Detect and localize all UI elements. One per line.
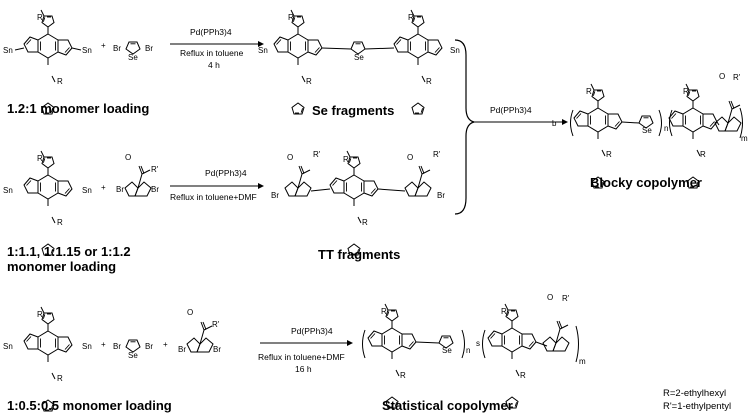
row2-reactant-dibromo-tt: O R' Br Br [116, 153, 159, 197]
atom-sn: Sn [450, 46, 460, 55]
statistical-copolymer-structure: n Se R R s m R R O R' [362, 293, 586, 408]
atom-o: O [547, 293, 553, 302]
atom-se: Se [128, 351, 138, 360]
row3-catalyst: Pd(PPh3)4 [291, 326, 333, 336]
atom-r: R [381, 307, 387, 316]
plus-sign: + [101, 183, 106, 192]
atom-r: R [606, 150, 612, 159]
subscript-m: m [579, 357, 586, 366]
atom-br: Br [271, 191, 279, 200]
plus-sign: + [101, 340, 106, 349]
atom-o: O [187, 308, 193, 317]
atom-br: Br [213, 345, 221, 354]
atom-o: O [125, 153, 131, 162]
atom-se: Se [354, 53, 364, 62]
atom-r: R [520, 371, 526, 380]
definition-r-prime: R'=1-ethylpentyl [663, 401, 731, 412]
row1-product-label: Se fragments [312, 103, 394, 118]
atom-r: R [37, 13, 43, 22]
row1-loading-label: 1.2:1 monomer loading [7, 101, 149, 116]
atom-r: R [700, 150, 706, 159]
atom-r: R [400, 371, 406, 380]
atom-r-prime: R' [433, 150, 441, 159]
merge-brace [454, 39, 475, 215]
atom-r: R [57, 218, 63, 227]
atom-r: R [683, 87, 689, 96]
row1-reactant-bdt: R R Sn Sn [3, 10, 92, 114]
row3-time: 16 h [295, 364, 312, 374]
atom-r: R [362, 218, 368, 227]
row3-reactant-dibromo-tt: O R' Br Br [178, 308, 221, 354]
row3-reactant-dibromoselenophene: Br Br Se [113, 339, 153, 360]
subscript-n: n [466, 346, 470, 355]
atom-r: R [426, 77, 432, 86]
atom-se: Se [642, 126, 652, 135]
atom-r: R [408, 13, 414, 22]
atom-br: Br [178, 345, 186, 354]
atom-r: R [57, 77, 63, 86]
atom-br: Br [113, 342, 121, 351]
atom-r: R [586, 87, 592, 96]
row2-catalyst: Pd(PPh3)4 [205, 168, 247, 178]
definition-r: R=2-ethylhexyl [663, 388, 726, 399]
atom-r: R [501, 307, 507, 316]
atom-br: Br [151, 185, 159, 194]
atom-r: R [57, 374, 63, 383]
atom-r: R [37, 310, 43, 319]
atom-br: Br [437, 191, 445, 200]
atom-o: O [287, 153, 293, 162]
atom-br: Br [116, 185, 124, 194]
atom-r-prime: R' [212, 320, 220, 329]
merge-catalyst: Pd(PPh3)4 [490, 105, 532, 115]
row2-reactant-bdt: R R Sn Sn [3, 151, 92, 255]
atom-br: Br [113, 44, 121, 53]
atom-se: Se [442, 346, 452, 355]
subscript-n: n [664, 124, 668, 133]
atom-o: O [407, 153, 413, 162]
atom-r-prime: R' [313, 150, 321, 159]
row2-condition: Reflux in toluene+DMF [170, 192, 257, 202]
atom-sn: Sn [82, 342, 92, 351]
atom-sn: Sn [3, 186, 13, 195]
atom-r-prime: R' [562, 294, 570, 303]
atom-r: R [288, 13, 294, 22]
atom-br: Br [145, 342, 153, 351]
atom-sn: Sn [3, 342, 13, 351]
subscript-m: m [741, 134, 748, 143]
row3-loading-label: 1:0.5:0.5 monomer loading [7, 398, 172, 413]
row1-catalyst: Pd(PPh3)4 [190, 27, 232, 37]
row1-reactant-dibromoselenophene: Br Br Se [113, 41, 153, 62]
block-separator: b [552, 119, 557, 128]
atom-sn: Sn [258, 46, 268, 55]
block-separator: s [476, 339, 480, 348]
row2-product-tt-fragment: O R' R R O R' Br Br [271, 150, 445, 255]
row1-condition: Reflux in toluene [180, 48, 244, 58]
row2-loading-label-line2: monomer loading [7, 259, 116, 274]
row3-condition: Reflux in toluene+DMF [258, 352, 345, 362]
row3-reactant-bdt: R R Sn Sn [3, 307, 92, 411]
row1-product-se-fragment: R R R R Se Sn Sn [258, 10, 460, 114]
atom-sn: Sn [82, 186, 92, 195]
atom-br: Br [145, 44, 153, 53]
blocky-copolymer-label: Blocky copolymer [590, 175, 702, 190]
atom-se: Se [128, 53, 138, 62]
plus-sign: + [163, 340, 168, 349]
atom-r: R [37, 154, 43, 163]
row2-loading-label-line1: 1:1.1, 1:1.15 or 1:1.2 [7, 244, 131, 259]
atom-r: R [343, 155, 349, 164]
row2-product-label: TT fragments [318, 247, 400, 262]
blocky-copolymer-structure: n Se R R b m R R O R' [552, 72, 748, 188]
statistical-copolymer-label: Statistical copolymer [382, 398, 513, 413]
plus-sign: + [101, 41, 106, 50]
row1-time: 4 h [208, 60, 220, 70]
atom-sn: Sn [3, 46, 13, 55]
atom-r: R [306, 77, 312, 86]
atom-o: O [719, 72, 725, 81]
atom-sn: Sn [82, 46, 92, 55]
atom-r-prime: R' [733, 73, 741, 82]
atom-r-prime: R' [151, 165, 159, 174]
